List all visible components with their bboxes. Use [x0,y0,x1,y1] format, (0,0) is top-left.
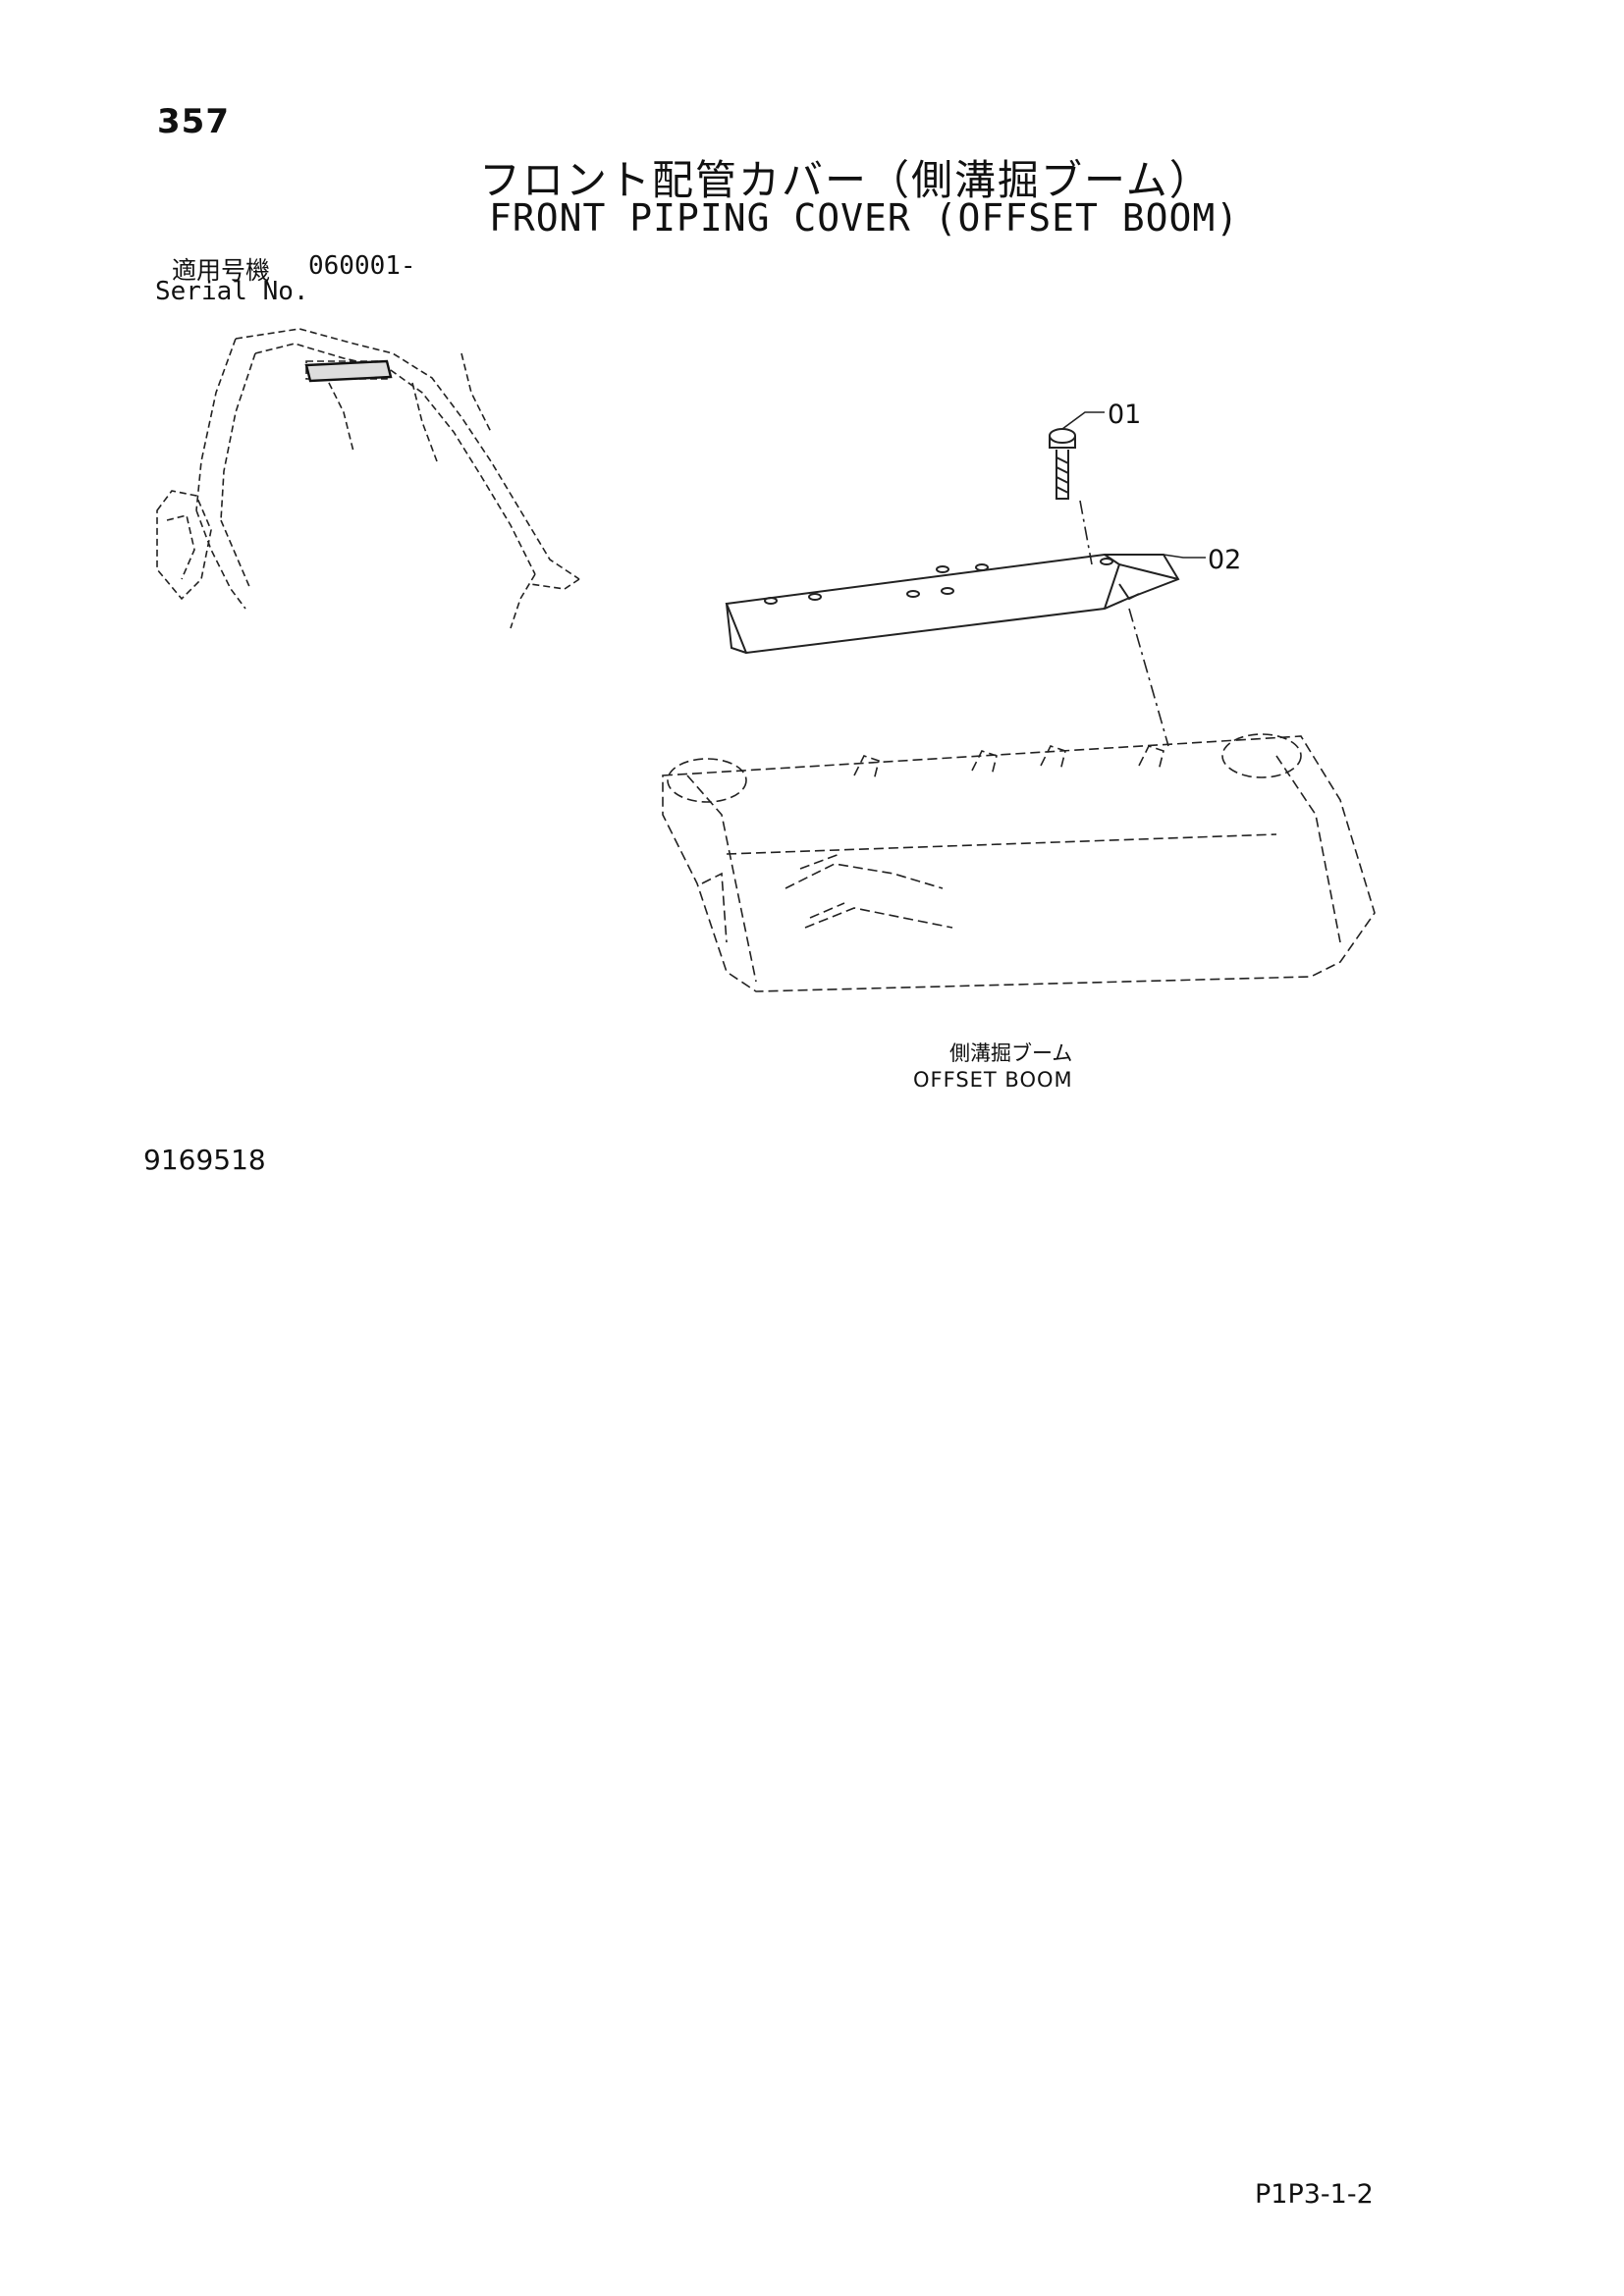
document-number: 9169518 [143,1144,266,1176]
callout-02: 02 [1208,545,1241,575]
piping-cover-part-02 [725,554,1180,655]
bolt-part-01 [1049,428,1076,500]
offset-boom-frame [662,733,1376,992]
title-japanese: フロント配管カバー（側溝掘ブーム） [479,156,1213,204]
page-number: 357 [157,102,230,141]
diagram-caption-japanese: 側溝掘ブーム [949,1041,1073,1065]
page-code: P1P3-1-2 [1255,2179,1374,2210]
diagram-caption-english: OFFSET BOOM [913,1068,1073,1092]
parts-diagram: 01 02 [156,328,1376,992]
title-english: FRONT PIPING COVER (OFFSET BOOM) [489,196,1240,240]
serial-value: 060001- [308,251,416,281]
serial-label-english: Serial No. [155,277,309,306]
serial-label-japanese: 適用号機 [172,256,271,285]
excavator-reference-sketch [156,328,580,629]
callout-01: 01 [1108,400,1141,430]
